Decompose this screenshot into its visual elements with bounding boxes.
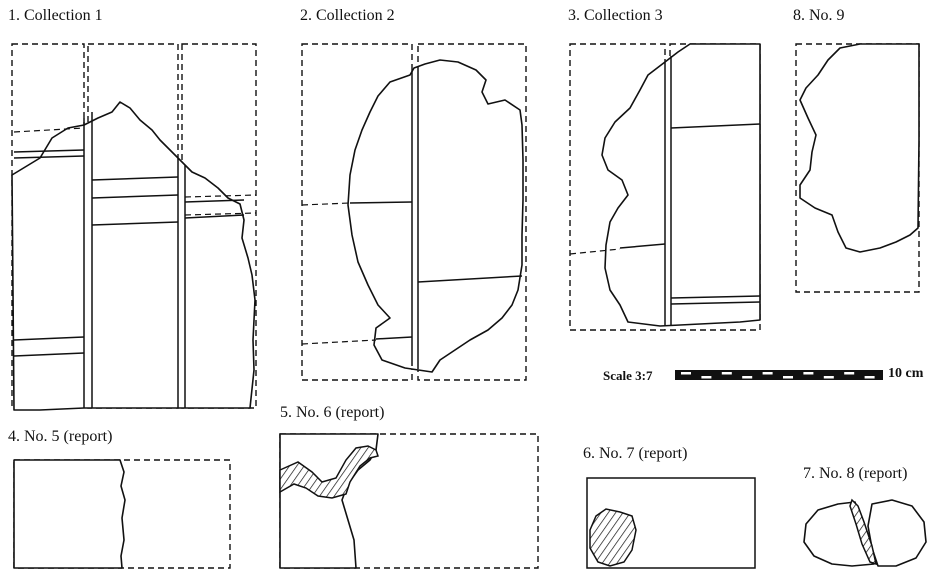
ruled-line <box>349 201 413 204</box>
scale-bar-segment <box>823 376 834 379</box>
figure-collection-2-drawing <box>301 43 527 381</box>
hatched-section <box>279 445 379 499</box>
scale-bar-segment <box>783 376 793 379</box>
ruled-line <box>670 301 761 305</box>
ruled-line <box>13 149 85 153</box>
scale-bar-segment <box>864 376 875 379</box>
ruled-line <box>184 199 245 203</box>
figure-no-8-drawing <box>803 498 927 567</box>
fragment-collection-3 <box>601 43 761 327</box>
scale-label: Scale 3:7 <box>603 368 653 383</box>
figure-label-no-9: 8. No. 9 <box>793 7 845 24</box>
ruled-line <box>91 176 179 181</box>
ruled-line <box>184 214 245 219</box>
panel-outline <box>586 477 756 569</box>
reconstruction-line <box>301 202 351 206</box>
figure-label-collection-2: 2. Collection 2 <box>300 7 395 24</box>
scale-bar-segment <box>721 372 732 375</box>
reconstruction-line <box>301 339 377 345</box>
figure-collection-1-drawing <box>11 43 257 411</box>
scale-bar-segment <box>762 372 773 375</box>
scale-bar-segment <box>681 372 691 375</box>
figure-label-no-8: 7. No. 8 (report) <box>803 465 908 482</box>
figure-no-5-drawing <box>13 459 231 569</box>
ruled-line <box>13 352 85 357</box>
ruled-line <box>91 221 179 226</box>
scale-bar-segment <box>803 372 814 375</box>
figure-collection-3-drawing <box>569 43 761 331</box>
reconstruction-line <box>184 212 257 216</box>
fragment-no-5 <box>13 459 126 569</box>
fragment-collection-2 <box>347 59 524 373</box>
scale-bar-segment <box>742 376 753 379</box>
reconstruction-line <box>184 194 257 198</box>
reconstruction-line <box>13 127 85 133</box>
scale-bar <box>675 370 883 380</box>
scale-bar-segments <box>681 372 875 379</box>
fragment-no-9 <box>799 43 920 253</box>
scale-bar-segment <box>701 376 712 379</box>
figure-no-7-drawing <box>586 477 756 569</box>
ruled-line <box>670 295 761 299</box>
reconstruction-outline <box>301 43 413 381</box>
ruled-line <box>619 243 666 249</box>
ruled-line <box>670 123 761 129</box>
ruled-line <box>13 336 85 341</box>
figure-label-collection-3: 3. Collection 3 <box>568 7 663 24</box>
figure-no-6-drawing <box>279 433 539 569</box>
ruled-line <box>375 336 413 340</box>
reconstruction-line <box>569 248 621 255</box>
scale-bar-segment <box>844 372 855 375</box>
figure-no-9-drawing <box>795 43 920 293</box>
hatched-section <box>849 498 878 566</box>
figure-label-no-5: 4. No. 5 (report) <box>8 428 113 445</box>
ruled-line <box>417 275 523 283</box>
scale-unit-label: 10 cm <box>888 366 924 381</box>
figure-label-no-6: 5. No. 6 (report) <box>280 404 385 421</box>
ruled-line <box>91 194 179 199</box>
ruled-line <box>13 155 85 159</box>
figure-label-collection-1: 1. Collection 1 <box>8 7 103 24</box>
scale-bar-body <box>675 370 883 380</box>
reconstruction-outline <box>279 433 539 569</box>
hatched-section <box>589 508 637 567</box>
fragment-collection-1 <box>11 101 256 411</box>
figure-label-no-7: 6. No. 7 (report) <box>583 445 688 462</box>
fragment-no-8-right <box>867 499 927 567</box>
